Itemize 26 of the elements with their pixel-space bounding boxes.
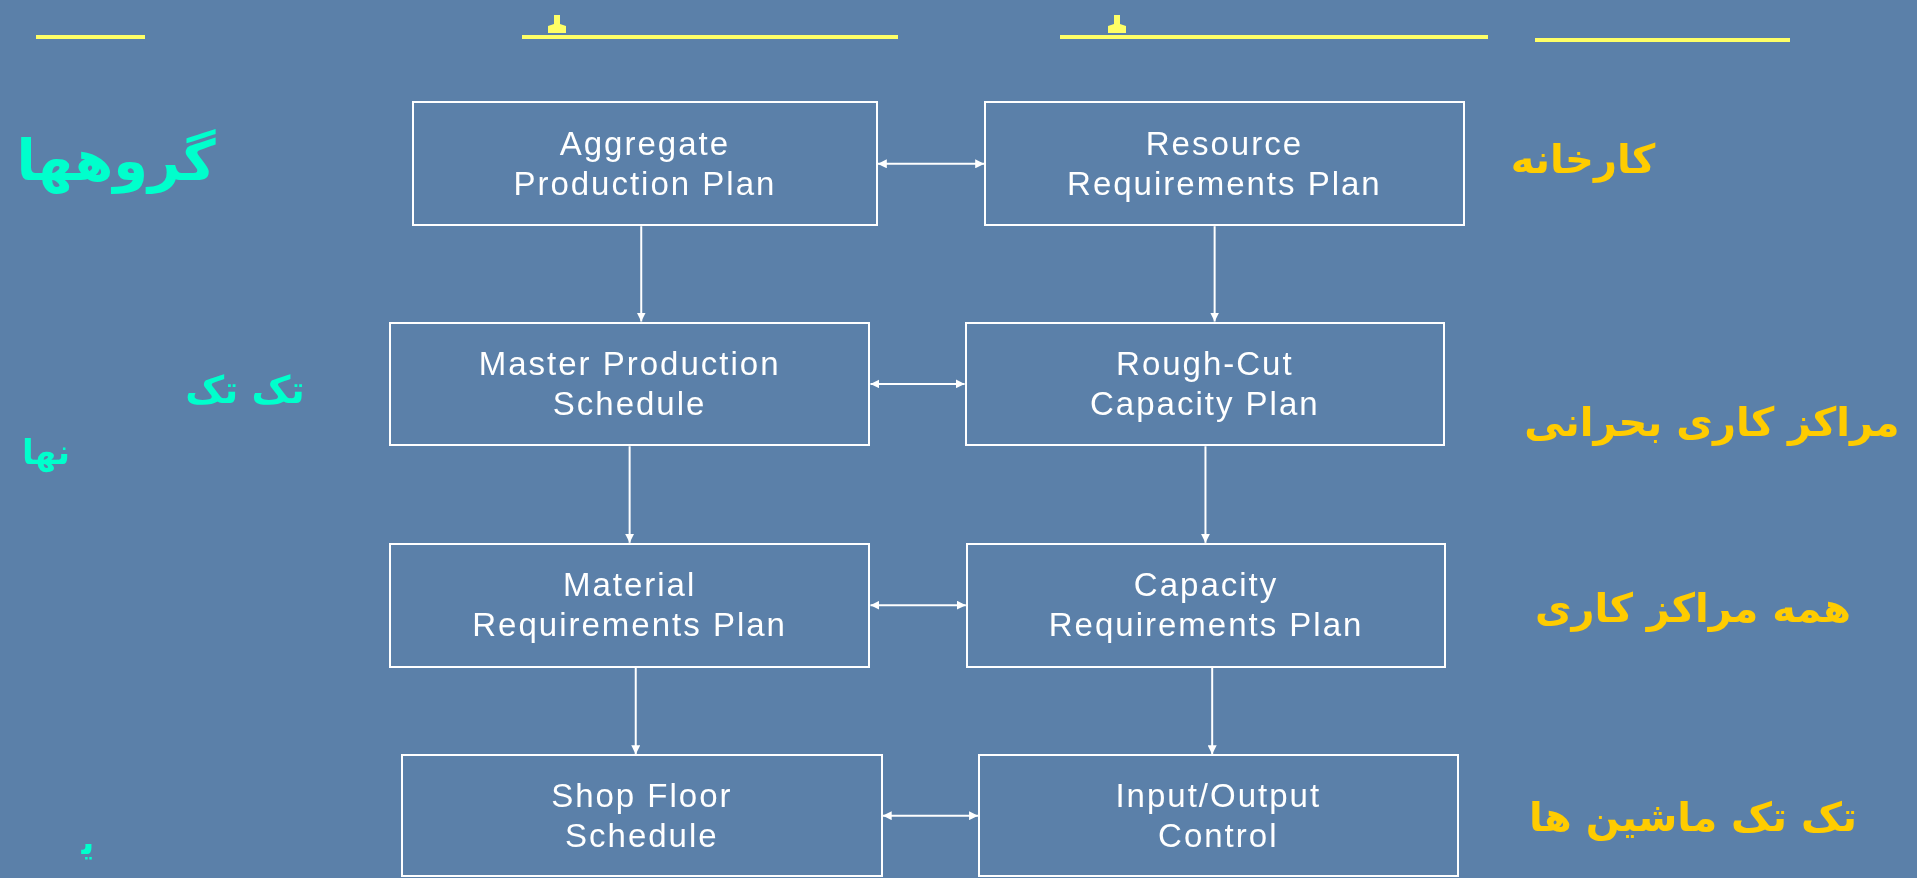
side-label: مراکز کاری بحرانی xyxy=(1524,398,1900,446)
arrow xyxy=(881,811,980,821)
side-label: گروهها xyxy=(16,127,216,195)
side-label: ﯾ xyxy=(81,821,95,863)
arrow xyxy=(869,600,967,610)
arrow xyxy=(636,225,646,323)
side-label: تک تک xyxy=(185,368,305,414)
side-label: همه مراکز کاری xyxy=(1534,584,1852,632)
side-label: کارخانه xyxy=(1510,135,1656,183)
arrow xyxy=(876,159,986,169)
process-box: Aggregate Production Plan xyxy=(412,101,878,227)
process-box: Material Requirements Plan xyxy=(388,542,871,668)
side-label: تک تک ماشین ها xyxy=(1529,793,1857,841)
arrow xyxy=(625,445,635,544)
side-label: نها xyxy=(22,431,70,473)
arrow xyxy=(869,379,966,389)
arrow xyxy=(1207,666,1217,756)
process-box: Shop Floor Schedule xyxy=(401,754,883,877)
process-box: Resource Requirements Plan xyxy=(984,101,1465,227)
arrow xyxy=(631,666,641,756)
process-box: Capacity Requirements Plan xyxy=(965,542,1447,668)
arrow xyxy=(1210,225,1220,323)
process-box: Rough-Cut Capacity Plan xyxy=(964,321,1446,447)
process-box: Master Production Schedule xyxy=(388,321,871,447)
process-box: Input/Output Control xyxy=(978,754,1459,877)
arrow xyxy=(1200,445,1210,544)
